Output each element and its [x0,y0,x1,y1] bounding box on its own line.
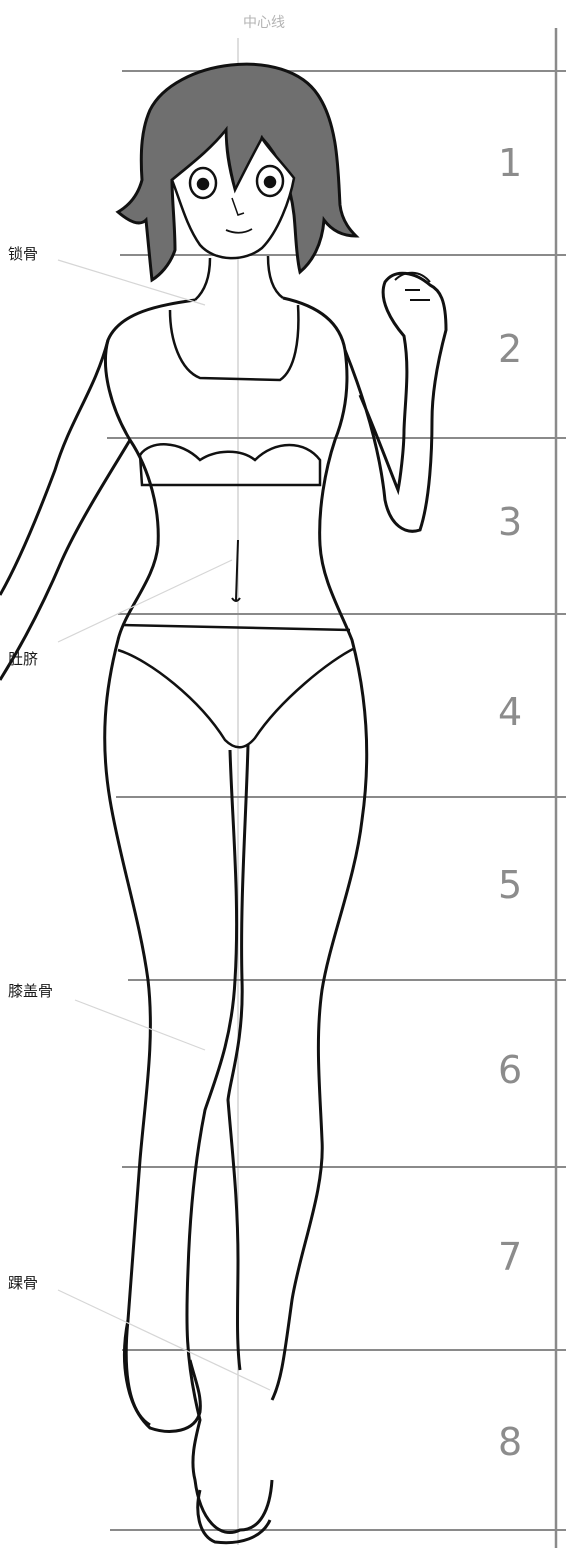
face [170,126,296,260]
navel-label: 肚脐 [8,650,39,668]
mouth [225,228,253,234]
proportion-number: 4 [498,690,522,734]
leader-lines [57,259,271,1391]
body-right-outline [270,296,369,1401]
left-foot [122,1319,202,1433]
proportion-number: 3 [498,500,522,544]
centerline-label: 中心线 [243,15,285,31]
inner-leg-left [185,749,274,1534]
proportion-number: 8 [498,1420,522,1464]
left-pupil [196,177,210,191]
clavicle-label: 锁骨 [8,245,39,263]
underwear [117,623,356,749]
proportion-number: 1 [498,141,522,185]
neck [194,255,284,301]
proportion-number: 6 [498,1048,522,1092]
proportion-number: 7 [498,1235,522,1279]
nose [231,197,245,216]
leader-kneecap [74,999,206,1051]
left-arm [0,339,132,681]
right-arm [343,271,448,533]
leader-navel [57,559,233,643]
tank-top-bust [138,443,322,487]
kneecap-label: 膝盖骨 [8,982,54,1000]
head-unit-lines [107,70,566,1531]
proportion-number: 5 [498,863,522,907]
eyes [188,164,285,200]
ankle-label: 踝骨 [8,1274,39,1292]
tank-top-neckline [168,304,300,382]
proportion-numbers: 1 2 3 4 5 6 7 8 [498,141,522,1464]
proportion-number: 2 [498,327,522,371]
leader-clavicle [57,259,206,306]
inner-leg-right [226,744,250,1371]
leader-ankle [57,1289,271,1391]
right-fist [394,271,431,301]
navel-line [231,539,241,602]
right-pupil [263,175,277,189]
right-foot [196,1489,272,1545]
body-left-outline [103,298,196,1427]
